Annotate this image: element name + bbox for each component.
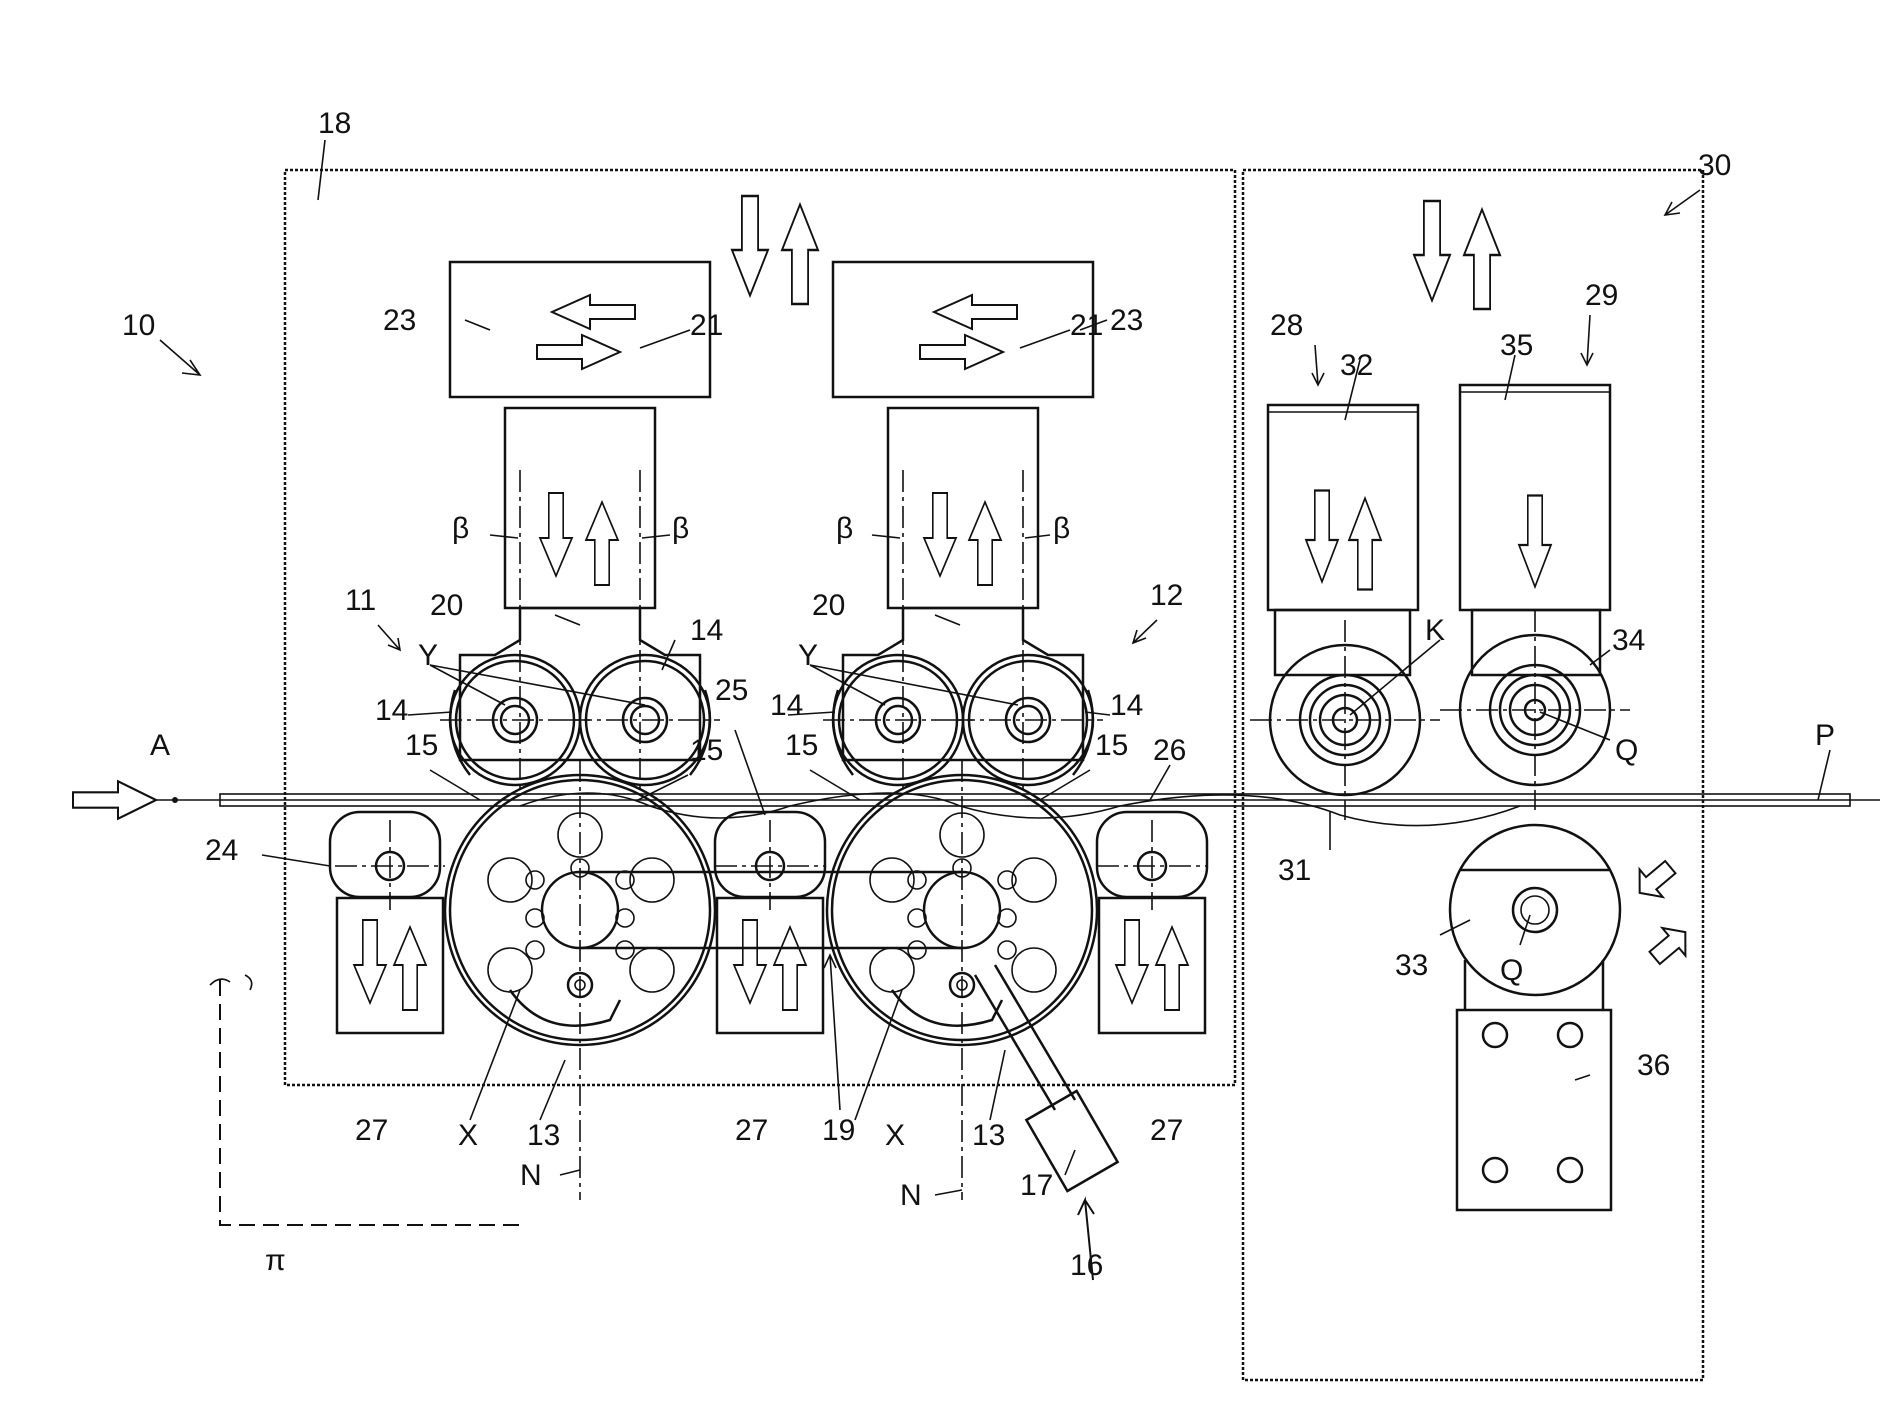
label-35: 35 xyxy=(1500,329,1533,362)
label-24: 24 xyxy=(205,834,238,867)
label-20-right: 20 xyxy=(812,589,845,622)
label-26: 26 xyxy=(1153,734,1186,767)
label-32: 32 xyxy=(1340,349,1373,382)
label-25: 25 xyxy=(715,674,748,707)
frame-30-updown-arrows xyxy=(1414,201,1500,309)
roller-26-assembly xyxy=(1097,812,1207,1033)
label-34: 34 xyxy=(1612,624,1645,657)
label-X-left: X xyxy=(458,1119,478,1152)
slide-21-right xyxy=(888,408,1038,608)
label-31: 31 xyxy=(1278,854,1311,887)
label-19: 19 xyxy=(822,1114,855,1147)
label-Q-lower: Q xyxy=(1500,954,1523,987)
label-18: 18 xyxy=(318,107,351,140)
unit-28 xyxy=(1250,405,1440,820)
frame-18-updown-arrows xyxy=(732,196,818,304)
label-X-right: X xyxy=(885,1119,905,1152)
label-beta-2: β xyxy=(672,512,689,545)
infeed-arrow xyxy=(73,781,156,818)
label-20-left: 20 xyxy=(430,589,463,622)
roller-33 xyxy=(1450,825,1620,995)
label-11: 11 xyxy=(345,584,376,617)
label-17: 17 xyxy=(1020,1169,1053,1202)
label-33: 33 xyxy=(1395,949,1428,982)
label-15-b: 15 xyxy=(690,734,723,767)
label-Y-right: Y xyxy=(798,639,818,672)
label-15-a: 15 xyxy=(405,729,438,762)
actuator-23-right-arrows xyxy=(920,295,1017,369)
label-14-c: 14 xyxy=(770,689,803,722)
label-10: 10 xyxy=(122,309,155,342)
label-14-d: 14 xyxy=(1110,689,1143,722)
label-27-c: 27 xyxy=(1150,1114,1183,1147)
support-36 xyxy=(1457,1010,1611,1210)
label-beta-4: β xyxy=(1053,512,1070,545)
wheel-13-left xyxy=(445,760,715,1200)
slide-21-left xyxy=(505,408,655,608)
point-A xyxy=(172,797,178,803)
label-23-left: 23 xyxy=(383,304,416,337)
label-Q-upper: Q xyxy=(1615,734,1638,767)
wheel-13-right xyxy=(827,760,1097,1200)
actuator-23-left-arrows xyxy=(537,295,635,369)
label-14-b: 14 xyxy=(375,694,408,727)
roller-25-assembly xyxy=(715,812,825,1033)
actuator-23-right xyxy=(833,262,1093,397)
label-28: 28 xyxy=(1270,309,1303,342)
unit-33-36 xyxy=(1450,825,1697,1210)
label-30: 30 xyxy=(1698,149,1731,182)
label-A: A xyxy=(150,729,170,762)
label-36: 36 xyxy=(1637,1049,1670,1082)
label-13-right: 13 xyxy=(972,1119,1005,1152)
head-20-left xyxy=(460,608,700,760)
reference-pi xyxy=(210,975,520,1225)
label-beta-3: β xyxy=(836,512,853,545)
label-15-d: 15 xyxy=(1095,729,1128,762)
label-N-left: N xyxy=(520,1159,542,1192)
label-16: 16 xyxy=(1070,1249,1103,1282)
head-20-right xyxy=(843,608,1083,760)
actuator-32 xyxy=(1268,405,1418,610)
roller-24-assembly xyxy=(330,812,445,1033)
label-14-a: 14 xyxy=(690,614,723,647)
label-K: K xyxy=(1425,614,1445,647)
frame-30 xyxy=(1243,170,1703,1380)
label-21-right: 21 xyxy=(1070,309,1103,342)
label-27-a: 27 xyxy=(355,1114,388,1147)
label-29: 29 xyxy=(1585,279,1618,312)
label-Y-left: Y xyxy=(418,639,438,672)
belt-19 xyxy=(580,872,962,948)
label-beta-1: β xyxy=(452,512,469,545)
label-pi: π xyxy=(265,1244,286,1277)
label-27-b: 27 xyxy=(735,1114,768,1147)
label-13-left: 13 xyxy=(527,1119,560,1152)
label-21-left: 21 xyxy=(690,309,723,342)
label-N-right: N xyxy=(900,1179,922,1212)
label-15-c: 15 xyxy=(785,729,818,762)
label-12: 12 xyxy=(1150,579,1183,612)
label-23-right: 23 xyxy=(1110,304,1143,337)
label-P: P xyxy=(1815,719,1835,752)
unit-29 xyxy=(1440,385,1630,810)
